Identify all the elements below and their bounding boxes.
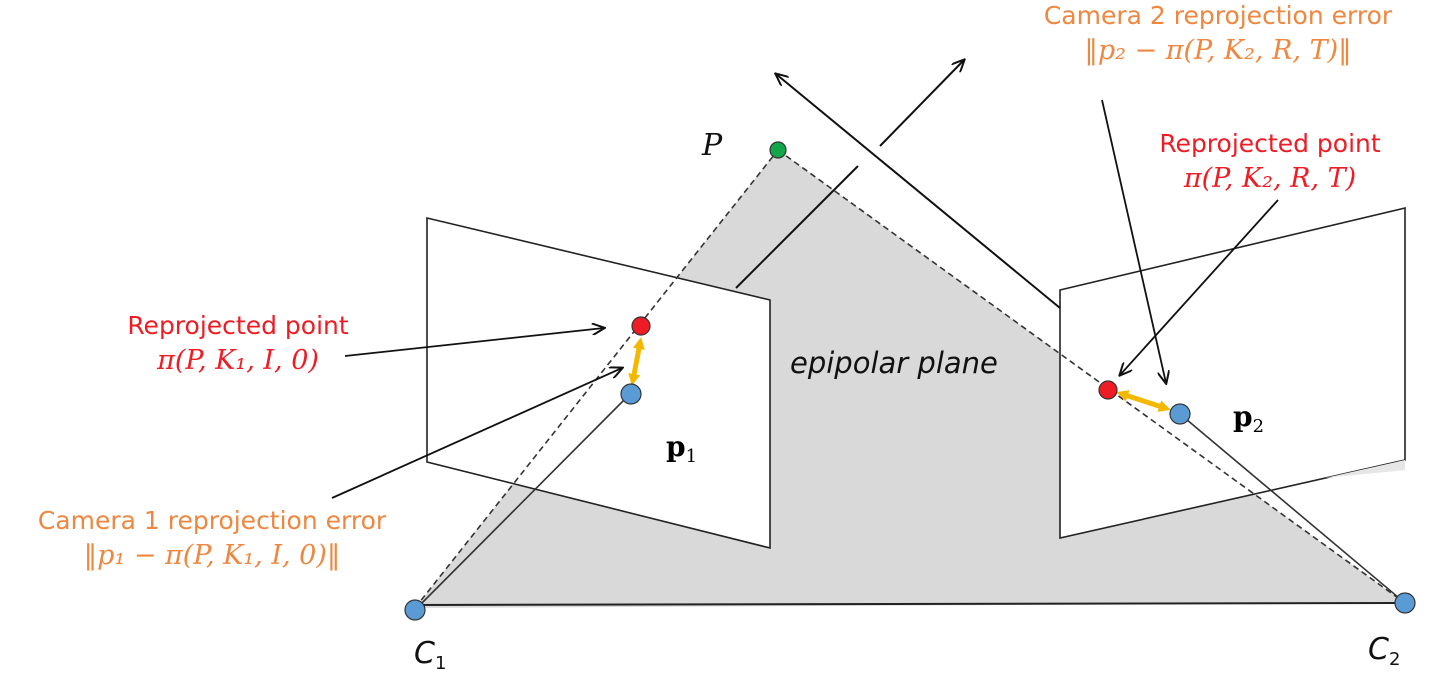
baseline [414,602,1406,606]
camera-letter-2: C [1368,632,1389,667]
image-point-letter-1: p [666,430,686,463]
camera2-error-title: Camera 2 reprojection error [1043,1,1393,30]
error-arrow-camera1 [628,337,645,386]
image-point-label-2: p2 [1233,400,1264,437]
observed-point-p1 [620,383,642,405]
error-arrow-camera2 [1116,390,1171,412]
leader-left-reprojected [344,328,604,357]
normal-arrow-right-plane [776,74,1061,309]
ray-c1-to-p1 [414,393,631,611]
observed-point-p2 [1169,403,1191,425]
image-point-subscript-1: 1 [685,446,698,467]
image-point-label-1: p1 [666,430,697,467]
left-reprojected-annotation: Reprojected point π(P, K₁, I, 0) [108,312,368,375]
normal-arrow-left-plane [735,165,859,289]
camera-letter-1: C [414,636,435,671]
image-plane-2 [1059,206,1406,540]
image-point-subscript-2: 2 [1252,416,1265,437]
ray-p2-to-c2 [1179,413,1406,604]
leader-camera1-error [331,368,622,499]
camera1-error-formula: ‖p₁ − π(P, K₁, I, 0)‖ [83,539,341,571]
right-reprojected-formula: π(P, K₂, R, T) [1183,162,1357,194]
camera2-error-annotation: Camera 2 reprojection error ‖p₂ − π(P, K… [1018,2,1418,65]
ray-p-to-c2 [777,149,1406,604]
world-point-label: P [702,128,723,163]
leader-camera2-error [1101,99,1166,383]
camera-label-2: C2 [1368,632,1400,670]
reprojected-point-2 [1098,380,1118,400]
left-reprojected-title: Reprojected point [127,311,349,340]
reprojected-point-1 [631,316,651,336]
world-point-P [769,141,787,159]
normal-arrow-left-plane-head [879,60,964,147]
epipolar-plane-label: epipolar plane [790,346,998,380]
leader-right-reprojected [1120,199,1279,375]
camera-subscript-1: 1 [434,653,447,674]
camera-label-1: C1 [414,636,446,674]
camera-center-c1 [404,599,426,621]
image-point-letter-2: p [1233,400,1253,433]
camera1-error-title: Camera 1 reprojection error [37,506,387,535]
camera2-error-formula: ‖p₂ − π(P, K₂, R, T)‖ [1084,34,1352,66]
camera-subscript-2: 2 [1388,649,1401,670]
plane-shading-right [1325,460,1405,478]
camera1-error-annotation: Camera 1 reprojection error ‖p₁ − π(P, K… [12,507,412,570]
left-reprojected-formula: π(P, K₁, I, 0) [157,344,319,376]
camera-center-c2 [1394,592,1416,614]
right-reprojected-annotation: Reprojected point π(P, K₂, R, T) [1140,130,1400,193]
right-reprojected-title: Reprojected point [1159,129,1381,158]
image-plane-1 [426,216,771,550]
